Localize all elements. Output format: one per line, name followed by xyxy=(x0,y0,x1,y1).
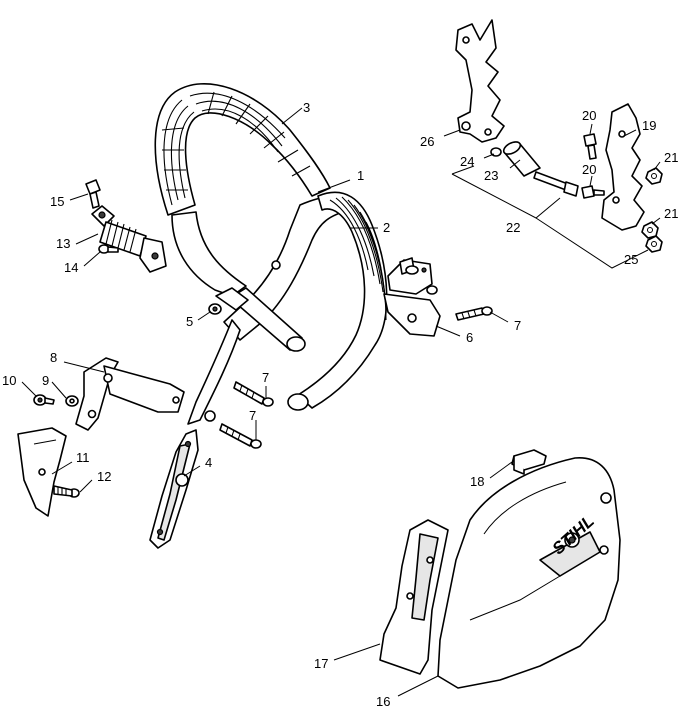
callout-13: 13 xyxy=(56,236,70,251)
part-7-screw-lower xyxy=(219,423,262,449)
part-18-knob xyxy=(511,449,547,475)
part-22-bolt xyxy=(533,171,579,197)
part-3-handlebar-grip xyxy=(154,83,331,216)
part-20-screw-upper xyxy=(583,133,597,160)
handlebar-cross-tube xyxy=(215,287,306,352)
callout-17: 17 xyxy=(314,656,328,671)
callout-15: 15 xyxy=(50,194,64,209)
callout-7-right: 7 xyxy=(514,318,521,333)
callout-14: 14 xyxy=(64,260,78,275)
callout-12: 12 xyxy=(97,469,111,484)
part-26-spike-plate xyxy=(455,19,505,143)
callout-5: 5 xyxy=(186,314,193,329)
callout-7-upper: 7 xyxy=(262,370,269,385)
part-11-bumper xyxy=(17,427,67,517)
callout-25: 25 xyxy=(624,252,638,267)
leader-lines xyxy=(21,107,661,697)
part-20-screw-lower xyxy=(581,185,605,199)
callout-11: 11 xyxy=(76,450,90,465)
callout-1: 1 xyxy=(357,168,364,183)
part-14-screw xyxy=(98,244,119,254)
part-12-screw xyxy=(53,485,80,498)
callout-8: 8 xyxy=(50,350,57,365)
callout-2: 2 xyxy=(383,220,390,235)
callout-21-upper: 21 xyxy=(664,150,678,165)
part-21-nut-upper xyxy=(645,167,663,185)
part-16-sprocket-cover: STIHL xyxy=(437,457,621,689)
part-19-spike-plate xyxy=(601,103,645,231)
callout-10: 10 xyxy=(2,373,16,388)
part-7-screw-right xyxy=(455,306,493,321)
part-17-chain-guard-strip xyxy=(379,519,449,675)
callout-4: 4 xyxy=(205,455,212,470)
part-10-screw xyxy=(33,394,55,406)
callout-23: 23 xyxy=(484,168,498,183)
callout-16: 16 xyxy=(376,694,390,709)
callout-labels: 1 2 3 4 5 6 7 7 7 8 9 10 11 12 13 14 15 … xyxy=(2,100,678,709)
callout-18: 18 xyxy=(470,474,484,489)
part-7-screw-upper xyxy=(233,381,274,407)
part-25-nut xyxy=(645,235,663,253)
callout-6: 6 xyxy=(466,330,473,345)
callout-22: 22 xyxy=(506,220,520,235)
callout-21-lower: 21 xyxy=(664,206,678,221)
callout-20-upper: 20 xyxy=(582,108,596,123)
part-9-washer xyxy=(65,395,79,407)
part-5-spacer xyxy=(208,303,222,315)
callout-19: 19 xyxy=(642,118,656,133)
callout-7-lower: 7 xyxy=(249,408,256,423)
callout-26: 26 xyxy=(420,134,434,149)
part-8-bracket xyxy=(75,357,185,431)
callout-3: 3 xyxy=(303,100,310,115)
part-13-spring xyxy=(91,205,167,273)
part-2-side-grip xyxy=(287,191,388,411)
callout-24: 24 xyxy=(460,154,474,169)
callout-20-lower: 20 xyxy=(582,162,596,177)
part-23-sleeve xyxy=(502,141,541,177)
callout-9: 9 xyxy=(42,373,49,388)
part-4-lower-mount xyxy=(149,429,199,549)
part-6-mount-block xyxy=(383,257,441,337)
part-15-screw xyxy=(85,179,101,209)
